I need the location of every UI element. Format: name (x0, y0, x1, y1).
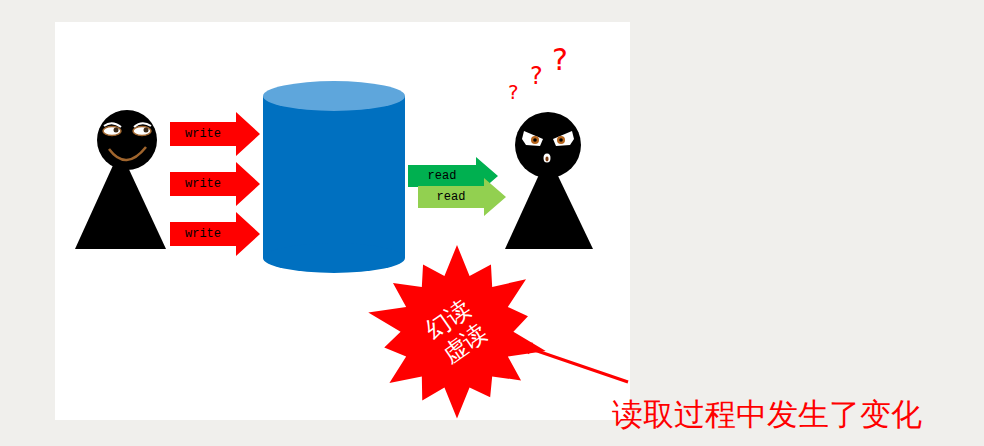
callout-text: 幻读 虚读 (418, 292, 496, 371)
reader-figure (505, 112, 593, 249)
write-arrow: write (170, 112, 260, 156)
arrow-label: write (185, 227, 221, 241)
arrow-label: read (437, 190, 466, 204)
question-mark: ? (530, 62, 543, 90)
write-arrow: write (170, 212, 260, 256)
write-arrow: write (170, 162, 260, 206)
starburst-callout: 幻读 虚读 (366, 245, 548, 418)
question-mark: ? (552, 42, 568, 77)
arrow-label: write (185, 127, 221, 141)
read-arrow: read (418, 178, 506, 216)
arrow-label: read (428, 169, 457, 183)
white-panel (55, 22, 630, 420)
writer-figure (75, 110, 166, 249)
callout-note: 读取过程中发生了变化 (612, 394, 922, 436)
arrow-label: write (185, 177, 221, 191)
database-cylinder (263, 81, 405, 273)
question-mark: ? (508, 80, 519, 104)
